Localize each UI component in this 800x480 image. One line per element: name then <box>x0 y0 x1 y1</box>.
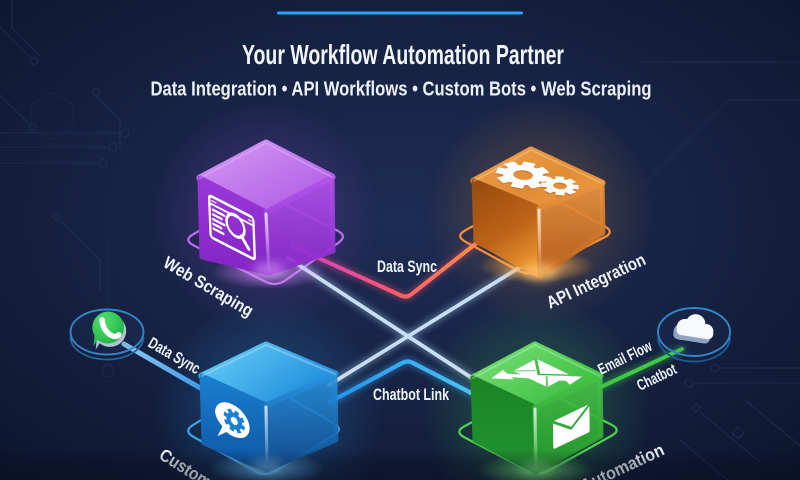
svg-text:Data Sync: Data Sync <box>377 258 437 276</box>
svg-text:Your Workflow Automation Partn: Your Workflow Automation Partner <box>242 39 564 70</box>
svg-text:Chatbot Link: Chatbot Link <box>373 385 449 404</box>
svg-text:Data Integration • API Workflo: Data Integration • API Workflows • Custo… <box>151 78 652 101</box>
